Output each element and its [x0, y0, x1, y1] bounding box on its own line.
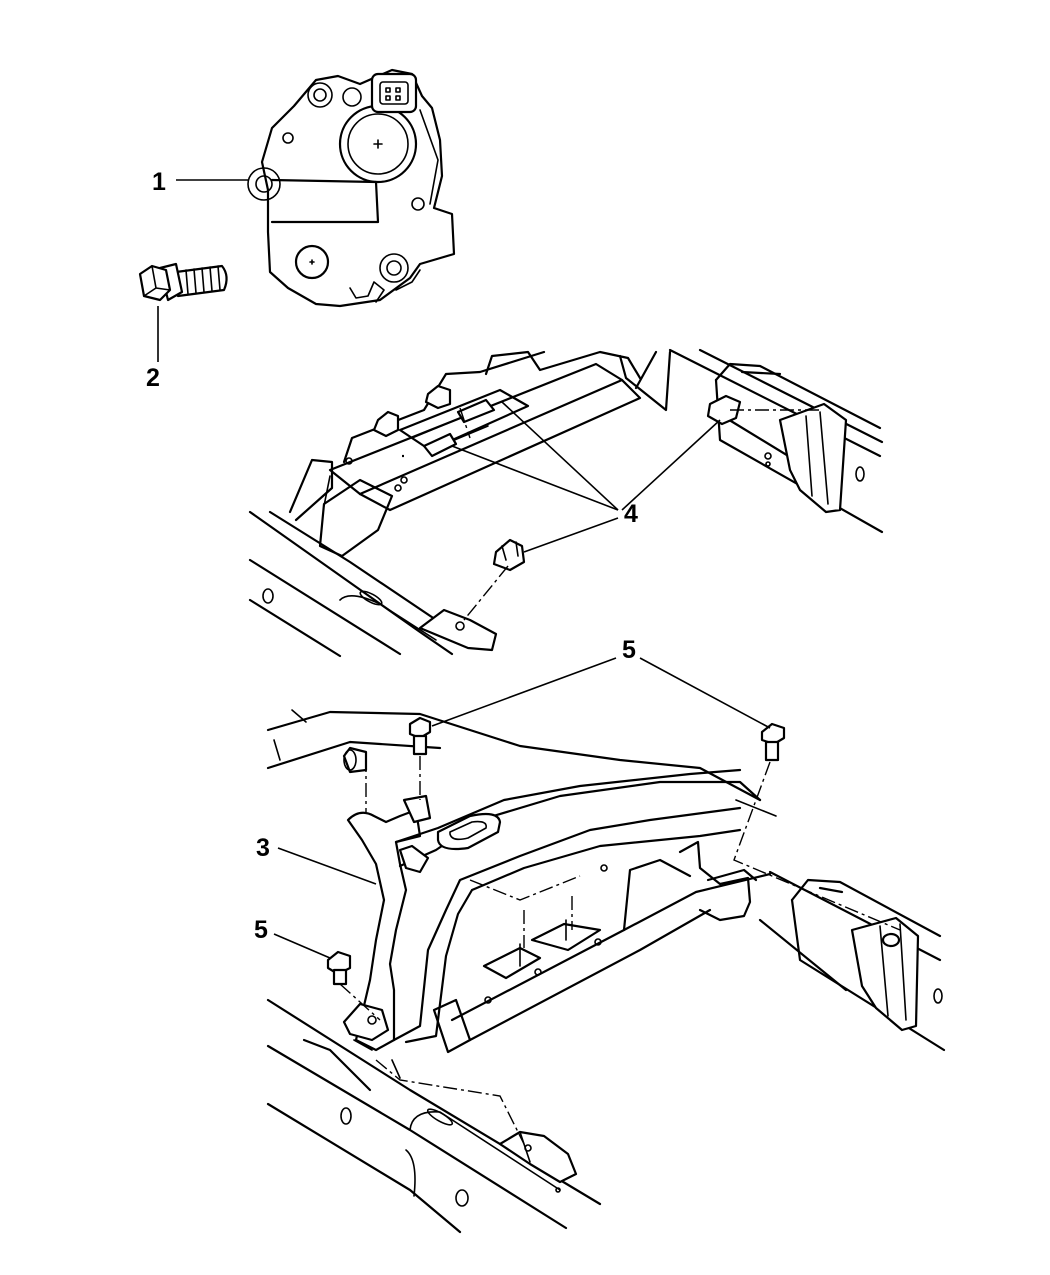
- frame-crossmember-view-lower: [266, 454, 946, 1234]
- leader-5a: [431, 657, 617, 727]
- leader-5b: [639, 657, 771, 729]
- bolt-5-lower-left: [326, 950, 352, 986]
- callout-1: 1: [152, 168, 166, 196]
- callout-4: 4: [624, 500, 638, 528]
- bolt-5-upper-right: [760, 722, 786, 762]
- shift-motor-part: [247, 68, 456, 308]
- bolt-5-upper-left: [408, 716, 432, 756]
- leader-lines: [157, 179, 771, 959]
- leader-5c: [273, 933, 331, 959]
- frame-crossmember-view-upper: [248, 348, 884, 658]
- leader-4d: [523, 517, 619, 553]
- leader-3: [277, 847, 377, 885]
- callout-5-upper: 5: [622, 636, 636, 664]
- leader-4c: [621, 419, 721, 511]
- leader-4b: [501, 401, 619, 511]
- callout-2: 2: [146, 364, 160, 392]
- leader-4a: [451, 445, 619, 511]
- bolt-part: [138, 262, 228, 302]
- callout-3: 3: [256, 834, 270, 862]
- callout-5-lower: 5: [254, 916, 268, 944]
